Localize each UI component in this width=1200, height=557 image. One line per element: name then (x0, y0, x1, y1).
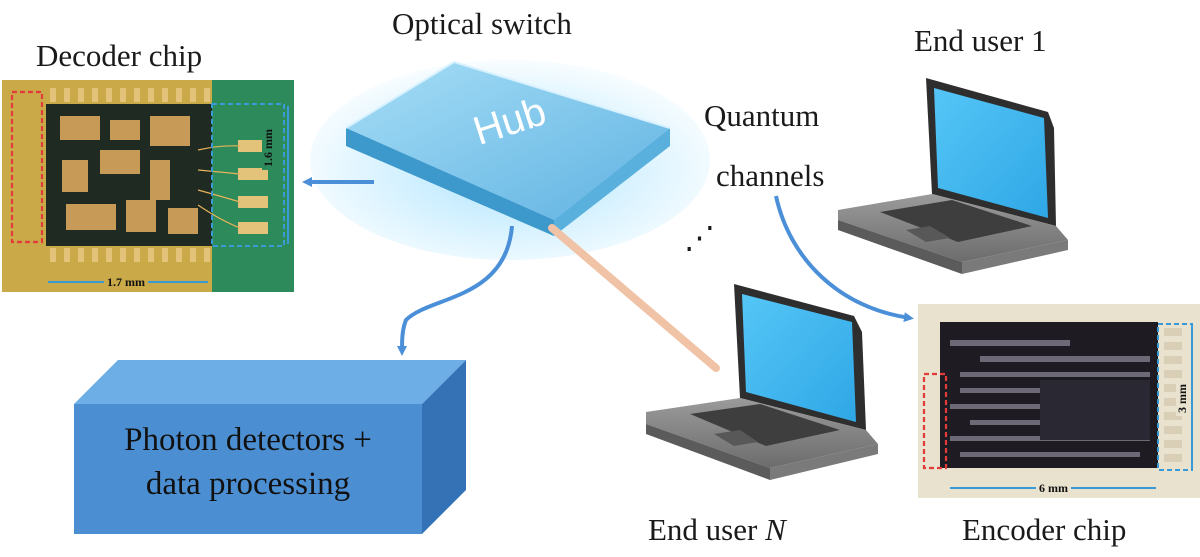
laptop-end-user-1 (838, 78, 1068, 274)
end-user-1-label: End user 1 (914, 23, 1047, 58)
decoder-chip-label: Decoder chip (36, 38, 203, 73)
detectors-line-1: Photon detectors + (124, 422, 372, 458)
ellipsis-label: ⋰ (684, 220, 715, 255)
encoder-height-label: 3 mm (1175, 381, 1189, 416)
photon-detectors-box (74, 360, 466, 534)
arrow-channels-to-encoder (774, 195, 914, 323)
encoder-red-outline (922, 372, 948, 470)
laptop-end-user-n (646, 284, 878, 480)
quantum-label: Quantum (704, 98, 820, 133)
encoder-chip-image (918, 304, 1200, 498)
decoder-height-label: 1.6 mm (261, 126, 275, 170)
optical-switch-label: Optical switch (392, 6, 572, 41)
encoder-chip-label: Encoder chip (962, 512, 1127, 547)
end-user-n-variable: N (765, 512, 786, 547)
decoder-chip-image (2, 80, 294, 292)
end-user-n-label: End user N (648, 514, 786, 545)
quantum-channel-fiber-userN (548, 224, 720, 372)
arrow-hub-to-detectors (397, 225, 514, 356)
detectors-line-2: data processing (145, 466, 351, 502)
decoder-width-label: 1.7 mm (104, 276, 148, 288)
decoder-blue-outline (211, 103, 285, 247)
channels-label: channels (716, 158, 825, 193)
end-user-n-prefix: End user (648, 512, 766, 547)
decoder-red-outline (10, 90, 44, 244)
hub-device (345, 60, 671, 236)
detectors-text: Photon detectors + data processing (74, 418, 422, 506)
encoder-width-label: 6 mm (1036, 482, 1071, 494)
